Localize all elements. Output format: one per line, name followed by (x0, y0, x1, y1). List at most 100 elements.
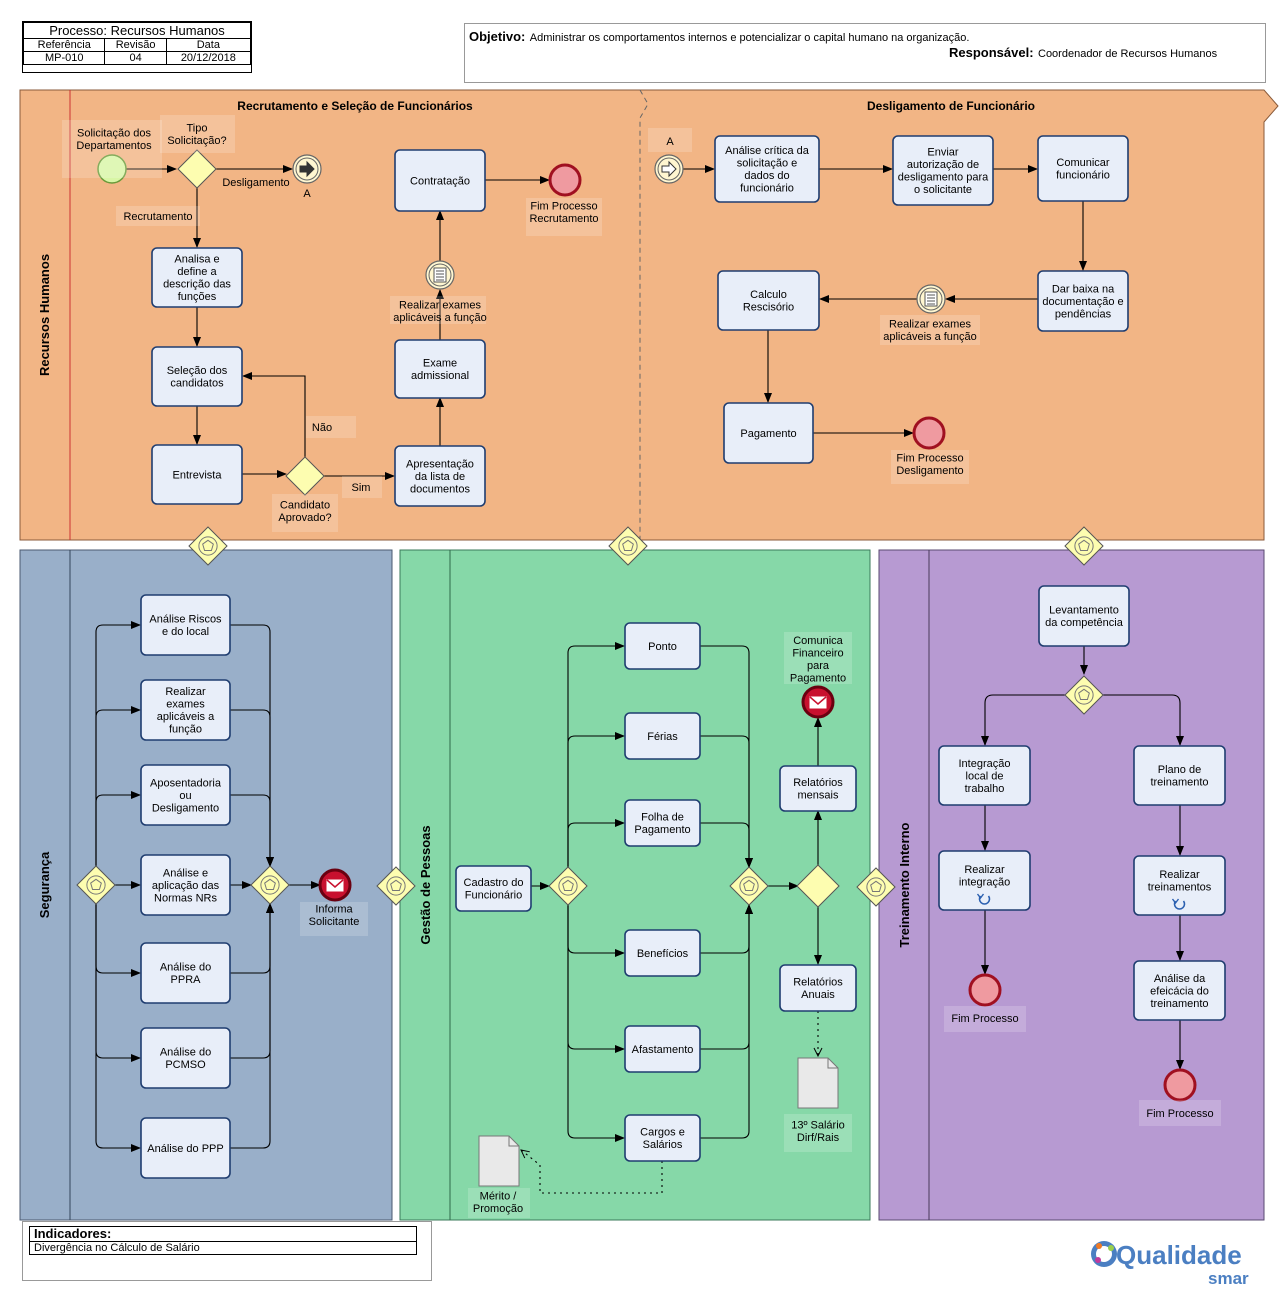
doc-merito-promocao-fold (508, 1136, 519, 1147)
task-calculo-rescisorio (717, 270, 820, 331)
task-realizar-integracao-loop-icon (978, 895, 991, 905)
gateway-gp-join (729, 866, 769, 906)
task-aposentadoria-desligamento-out (230, 794, 274, 867)
task-analise-pcmso (140, 1027, 231, 1089)
end-informa-solicitante-envelope-flap (326, 879, 344, 888)
doc-13-salario (797, 1057, 839, 1109)
gateway-rh-seguranca (188, 526, 228, 566)
fim1-label-bg (944, 1006, 1026, 1032)
lane-title-seguranca: Segurança (37, 851, 52, 918)
task-ponto (624, 622, 701, 670)
indicators-title: Indicadores: (29, 1226, 417, 1242)
task-ponto-in (567, 642, 625, 867)
task-folha-pagamento (624, 799, 701, 847)
lane-title-treinamento: Treinamento Interno (897, 822, 912, 947)
gateway-candidato-aprovado (285, 456, 325, 496)
edge-gw-plano (1103, 694, 1184, 746)
task-realizar-integracao-loop-arrow-icon (976, 893, 985, 900)
task-comunicar-funcionario (1037, 135, 1129, 202)
task-ferias (624, 712, 701, 760)
edge-nao-selecao (242, 372, 306, 457)
gateway-gp-split-pentagon-icon (562, 879, 574, 892)
task-analise-ppp-in (95, 904, 141, 1152)
task-analise-critica (714, 135, 820, 203)
task-realizar-treinamentos-loop-icon (1173, 900, 1186, 910)
link-event-a-catch-arrow-icon (661, 160, 677, 178)
gateway-seg-join (250, 865, 290, 905)
task-dar-baixa (1037, 270, 1129, 332)
task-integracao-local (938, 745, 1031, 806)
link-a2-label-bg (648, 128, 692, 152)
task-analise-ppp (140, 1117, 231, 1179)
task-analisa-descricao (151, 247, 243, 308)
end-informa-solicitante-envelope-icon (326, 879, 344, 892)
task-analise-normas-nrs (140, 854, 231, 916)
gateway-gp-split (548, 866, 588, 906)
task-entrevista-label: Entrevista (173, 469, 223, 481)
gateway-rh-gestao-pentagon-icon (622, 539, 634, 552)
sim-label-bg (342, 476, 382, 498)
gateway-rh-gestao-ring-icon (618, 536, 638, 556)
task-ponto-out (700, 645, 753, 868)
gw-tipo-label-bg (160, 115, 235, 153)
gateway-gestao-treinamento (856, 867, 896, 907)
phase-title-desligamento: Desligamento de Funcionário (867, 99, 1035, 113)
gateway-tipo-solicitacao (177, 149, 217, 189)
responsible-text: Coordenador de Recursos Humanos (1038, 48, 1218, 60)
comunica-label-bg (784, 632, 852, 684)
link-a-label: A (303, 188, 311, 200)
fim-recrut-label-bg (526, 198, 602, 236)
informa-label-bg (300, 902, 368, 936)
end-fim-processo-2-label: Fim Processo (1146, 1108, 1213, 1120)
task-analise-ppra (140, 942, 231, 1004)
dec-label-bg (784, 1114, 852, 1152)
task-analise-riscos (140, 594, 231, 656)
date-value: 20/12/2018 (165, 51, 252, 65)
task-apresentacao-documentos (394, 445, 486, 507)
gateway-seg-split-ring-icon (86, 875, 106, 895)
task-selecao-candidatos (151, 346, 243, 407)
col-revision: Revisão (104, 38, 167, 52)
task-ferias-in (567, 732, 625, 867)
gateway-seg-split (76, 865, 116, 905)
indicators-box: Indicadores: Divergência no Cálculo de S… (22, 1221, 432, 1281)
merito-label-bg (468, 1188, 530, 1218)
gateway-rh-treinamento-pentagon-icon (1078, 539, 1090, 552)
event-realizar-exames-2-inner-ring (919, 287, 943, 311)
event-realizar-exames-inner-ring (428, 263, 452, 287)
task-cargos-salarios-out (700, 904, 753, 1139)
edge-gw-integracao (981, 694, 1065, 746)
gateway-seg-join-ring-icon (260, 875, 280, 895)
gateway-rh-treinamento-ring-icon (1074, 536, 1094, 556)
task-contratacao-label: Contratação (410, 175, 470, 187)
start-solicitacao (97, 154, 127, 184)
flow-label-nao: Não (312, 422, 332, 434)
doc-13-salario-fold (827, 1058, 838, 1069)
task-realizar-treinamentos (1133, 855, 1226, 916)
gateway-gestao-treinamento-ring-icon (866, 877, 886, 897)
end-fim-recrutamento (548, 163, 582, 197)
task-ferias-out (700, 735, 753, 868)
logo-sub: smar (1208, 1269, 1249, 1288)
task-folha-pagamento-in (567, 819, 625, 867)
gateway-seg-gestao-ring-icon (386, 876, 406, 896)
task-ponto-label: Ponto (648, 641, 677, 653)
